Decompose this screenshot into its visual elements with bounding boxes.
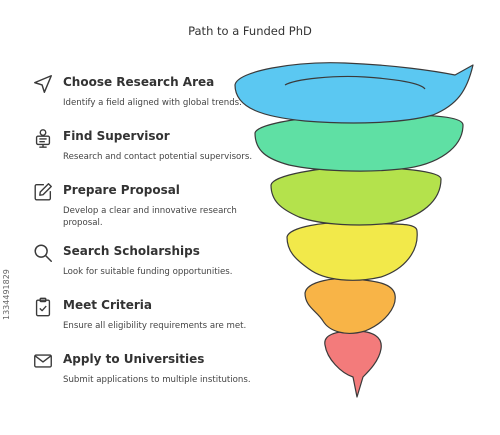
funnel-band-1 [234, 62, 474, 124]
step-description: Research and contact potential superviso… [63, 152, 253, 162]
step-description: Identify a field aligned with global tre… [63, 98, 242, 108]
funnel-band-4 [286, 222, 418, 281]
step-heading: Find Supervisor [63, 129, 170, 143]
spiral-funnel [234, 62, 474, 398]
envelope-icon [32, 350, 54, 372]
clipboard-check-icon [32, 296, 54, 318]
navigation-arrow-icon [32, 73, 54, 95]
funnel-band-3 [270, 166, 442, 226]
step-description: Ensure all eligibility requirements are … [63, 321, 247, 331]
diagram-title: Path to a Funded PhD [188, 24, 312, 38]
watermark-id: 1334491829 [2, 269, 11, 320]
step-description: Look for suitable funding opportunities. [63, 267, 233, 277]
step-heading: Choose Research Area [63, 75, 215, 89]
step-heading: Meet Criteria [63, 298, 152, 312]
step-heading: Prepare Proposal [63, 183, 180, 197]
magnifier-icon [32, 242, 54, 264]
step-heading: Apply to Universities [63, 352, 205, 366]
funnel-band-5 [304, 277, 396, 334]
supervisor-icon [32, 127, 54, 149]
funnel-opening [284, 75, 426, 90]
funnel-band-6 [324, 330, 382, 398]
step-heading: Search Scholarships [63, 244, 200, 258]
edit-document-icon [32, 181, 54, 203]
step-description: Submit applications to multiple institut… [63, 375, 251, 385]
step-description: Develop a clear and innovative research … [63, 206, 237, 228]
